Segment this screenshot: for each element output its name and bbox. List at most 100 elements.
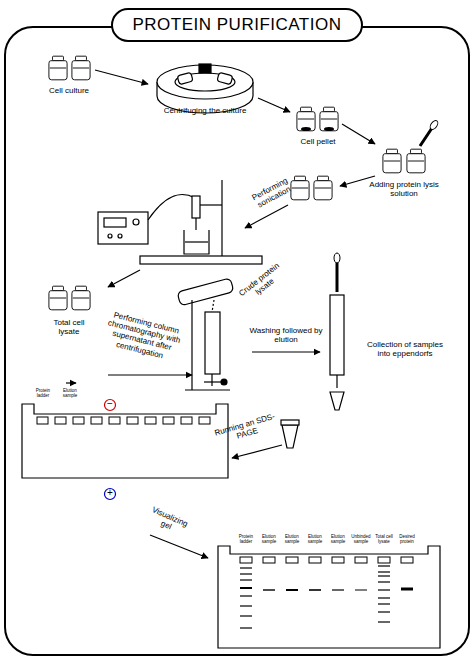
bottle <box>72 56 90 80</box>
step-label: Adding protein lysis solution <box>364 180 444 198</box>
electrode-sign: − <box>104 398 116 410</box>
column <box>177 278 344 448</box>
bottle <box>407 149 425 173</box>
column <box>204 381 222 382</box>
lane-label: Total cell lysate <box>373 534 395 544</box>
gel-detail <box>240 567 252 568</box>
gel-detail <box>240 605 252 606</box>
centrifuge <box>157 65 253 99</box>
gel-detail <box>401 557 413 563</box>
sonicator <box>118 234 122 238</box>
gel-detail <box>378 621 390 622</box>
sonicator <box>185 241 208 242</box>
flow-arrow <box>95 70 375 558</box>
flow-arrow <box>108 270 140 287</box>
gel-detail <box>37 417 48 424</box>
step-label: Centrifuging the culture <box>145 106 265 115</box>
flow-arrow <box>95 70 148 84</box>
sonicator <box>133 219 139 225</box>
gel-detail <box>378 589 390 590</box>
gel <box>22 383 440 648</box>
lane-label: Elution sample <box>60 388 80 398</box>
lane-label: Unbinded sample <box>350 534 372 544</box>
gel <box>66 382 76 383</box>
column <box>330 295 344 375</box>
flow-arrow <box>150 535 208 558</box>
flow-arrow <box>245 205 288 228</box>
bottle <box>314 176 332 200</box>
centrifuge <box>175 73 235 91</box>
gel-detail <box>378 597 390 598</box>
step-label: Total cell lysate <box>44 318 94 336</box>
title: PROTEIN PURIFICATION <box>133 15 342 34</box>
gel-detail <box>181 417 192 424</box>
step-label: Crude protein lysate <box>229 254 295 312</box>
sonicator <box>140 256 262 264</box>
gel-detail <box>309 589 321 591</box>
bottle <box>383 149 401 173</box>
column <box>177 278 234 306</box>
gel-detail <box>240 557 252 563</box>
gel-detail <box>199 417 210 424</box>
bottle <box>72 286 90 310</box>
gel <box>22 404 228 478</box>
flow-arrow <box>342 124 375 144</box>
lane-label: Elution sample <box>304 534 326 544</box>
gel-detail <box>91 417 102 424</box>
lane-label: Protein ladder <box>235 534 257 544</box>
gel-detail <box>145 417 156 424</box>
column <box>221 379 227 385</box>
bottle <box>320 107 338 131</box>
gel-detail <box>263 589 275 590</box>
step-label: Collection of samples into eppendorfs <box>365 340 445 358</box>
gel-detail <box>127 417 138 424</box>
column <box>205 312 220 374</box>
lane-label: Elution sample <box>281 534 303 544</box>
gel-detail <box>378 603 390 604</box>
step-label: Visualizing gel <box>141 503 194 540</box>
column <box>191 300 192 390</box>
gel-detail <box>240 627 252 628</box>
gel-detail <box>263 557 275 563</box>
column <box>336 375 337 388</box>
title-pill: PROTEIN PURIFICATION <box>111 8 364 42</box>
centrifuge <box>199 64 211 73</box>
gel-detail <box>286 557 298 563</box>
gel-detail <box>378 557 390 563</box>
sonicator <box>200 204 222 205</box>
step-label: Running an SDS-PAGE <box>213 412 280 447</box>
gel-detail <box>240 573 252 574</box>
step-label: Cell culture <box>34 86 104 95</box>
gel-detail <box>378 571 390 572</box>
column <box>212 300 214 312</box>
step-label: Performing column chromatography with su… <box>96 308 190 365</box>
sonicator <box>98 212 148 244</box>
gel-detail <box>240 579 252 580</box>
lane-label: Desired protein <box>396 534 418 544</box>
step-label: Washing followed by elution <box>246 326 326 344</box>
gel-detail <box>401 588 413 591</box>
centrifuge <box>177 72 193 84</box>
gel-detail <box>378 565 390 566</box>
lane-label: Elution sample <box>327 534 349 544</box>
column <box>211 374 212 386</box>
gel-detail <box>73 417 84 424</box>
flow-arrow <box>232 445 282 458</box>
column <box>185 389 230 390</box>
pellet <box>301 127 311 131</box>
pellet <box>301 127 334 131</box>
pipette <box>334 119 439 292</box>
pellet <box>324 127 334 131</box>
column <box>330 392 344 410</box>
gel-detail <box>240 595 252 596</box>
frame <box>5 27 469 655</box>
gel-detail <box>240 615 252 616</box>
gel-detail <box>332 589 344 590</box>
gel-detail <box>355 557 367 563</box>
column <box>281 420 299 425</box>
gel-detail <box>309 557 321 563</box>
bottle <box>49 56 67 80</box>
step-label: Performing sonication <box>240 171 303 216</box>
bottle <box>49 286 67 310</box>
